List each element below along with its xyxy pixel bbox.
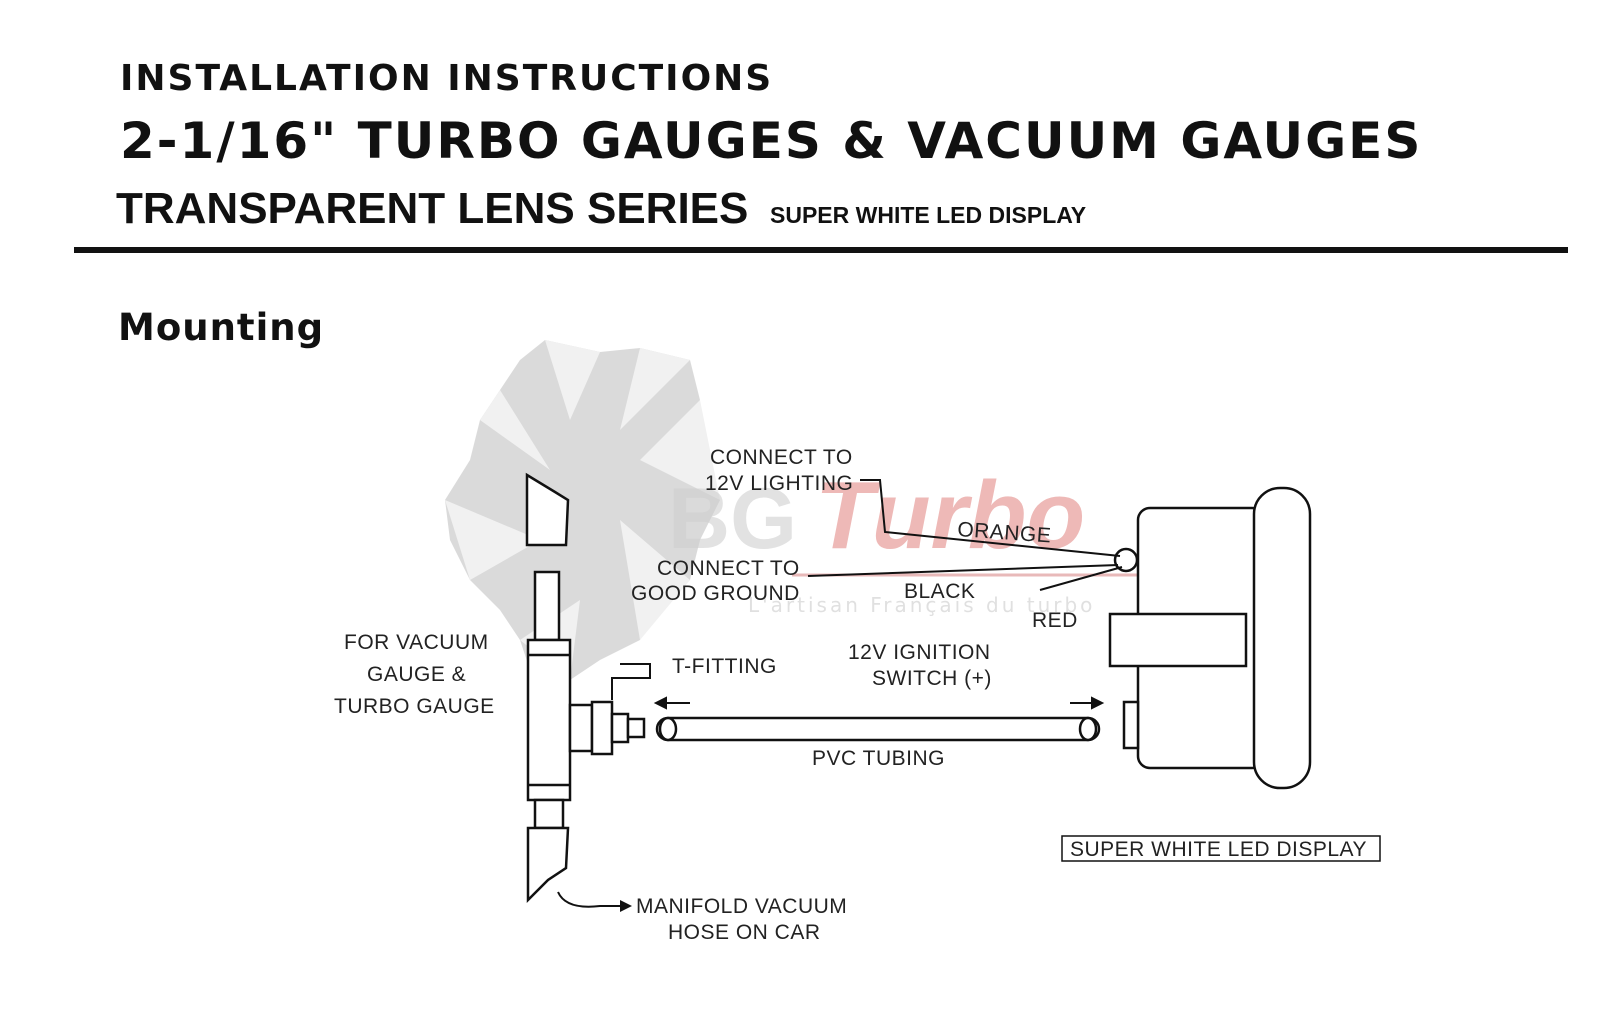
tubing-arrows [653, 696, 1105, 710]
display-label-box [1061, 835, 1381, 862]
brand-watermark: BG Turbo L'artisan Français du turbo [668, 462, 1140, 617]
vacuum-line-assembly [525, 472, 646, 904]
wire-junction [1113, 547, 1139, 573]
wires [557, 479, 1123, 908]
t-fitting-leader [611, 663, 651, 700]
arrow-left-icon [653, 696, 667, 710]
label-red-wire: RED [1032, 609, 1078, 632]
brand-watermark-tagline: L'artisan Français du turbo [748, 593, 1095, 617]
pvc-tubing [655, 716, 1101, 742]
label-pvc-tubing: PVC TUBING [812, 747, 945, 770]
t-fitting [590, 700, 614, 756]
label-connect-lighting-2: 12V LIGHTING [705, 472, 853, 495]
red-wire [1039, 566, 1123, 591]
label-ignition-2: SWITCH (+) [872, 667, 992, 690]
label-manifold-1: MANIFOLD VACUUM [636, 895, 847, 918]
turbine-watermark-icon [445, 340, 720, 680]
arrow-right-icon [1091, 696, 1105, 710]
header-subtitle-display: SUPER WHITE LED DISPLAY [770, 202, 1087, 228]
header-title-instructions: INSTALLATION INSTRUCTIONS [120, 58, 774, 99]
gauge-bracket [1108, 612, 1248, 668]
header-divider [74, 247, 1568, 253]
label-display-box: SUPER WHITE LED DISPLAY [1070, 838, 1367, 861]
label-connect-lighting-1: CONNECT TO [710, 446, 853, 469]
vertical-fitting-body [526, 638, 572, 802]
label-ignition-1: 12V IGNITION [848, 641, 991, 664]
orange-wire [860, 479, 1121, 557]
label-black-wire: BLACK [904, 580, 975, 603]
label-connect-ground-1: CONNECT TO [657, 557, 800, 580]
label-t-fitting: T-FITTING [672, 655, 777, 678]
manifold-leader [557, 891, 622, 908]
gauge-body [1108, 486, 1312, 790]
label-vacuum-1: FOR VACUUM [344, 631, 489, 654]
header-title-series: TRANSPARENT LENS SERIES [116, 184, 749, 233]
gauge-nipple [1122, 700, 1140, 750]
brand-watermark-bg: BG [668, 471, 797, 567]
label-vacuum-2: GAUGE & [367, 663, 466, 686]
arrow-manifold-icon [620, 900, 632, 912]
hose-top-piece [525, 472, 570, 547]
black-wire [807, 564, 1119, 577]
brand-watermark-turbo: Turbo [815, 462, 1085, 569]
label-vacuum-3: TURBO GAUGE [334, 695, 495, 718]
header-title-product: 2-1/16" TURBO GAUGES & VACUUM GAUGES [120, 112, 1423, 170]
label-connect-ground-2: GOOD GROUND [631, 582, 800, 605]
label-manifold-2: HOSE ON CAR [668, 921, 821, 944]
section-title-mounting: Mounting [118, 306, 325, 349]
manifold-hose [526, 826, 570, 904]
